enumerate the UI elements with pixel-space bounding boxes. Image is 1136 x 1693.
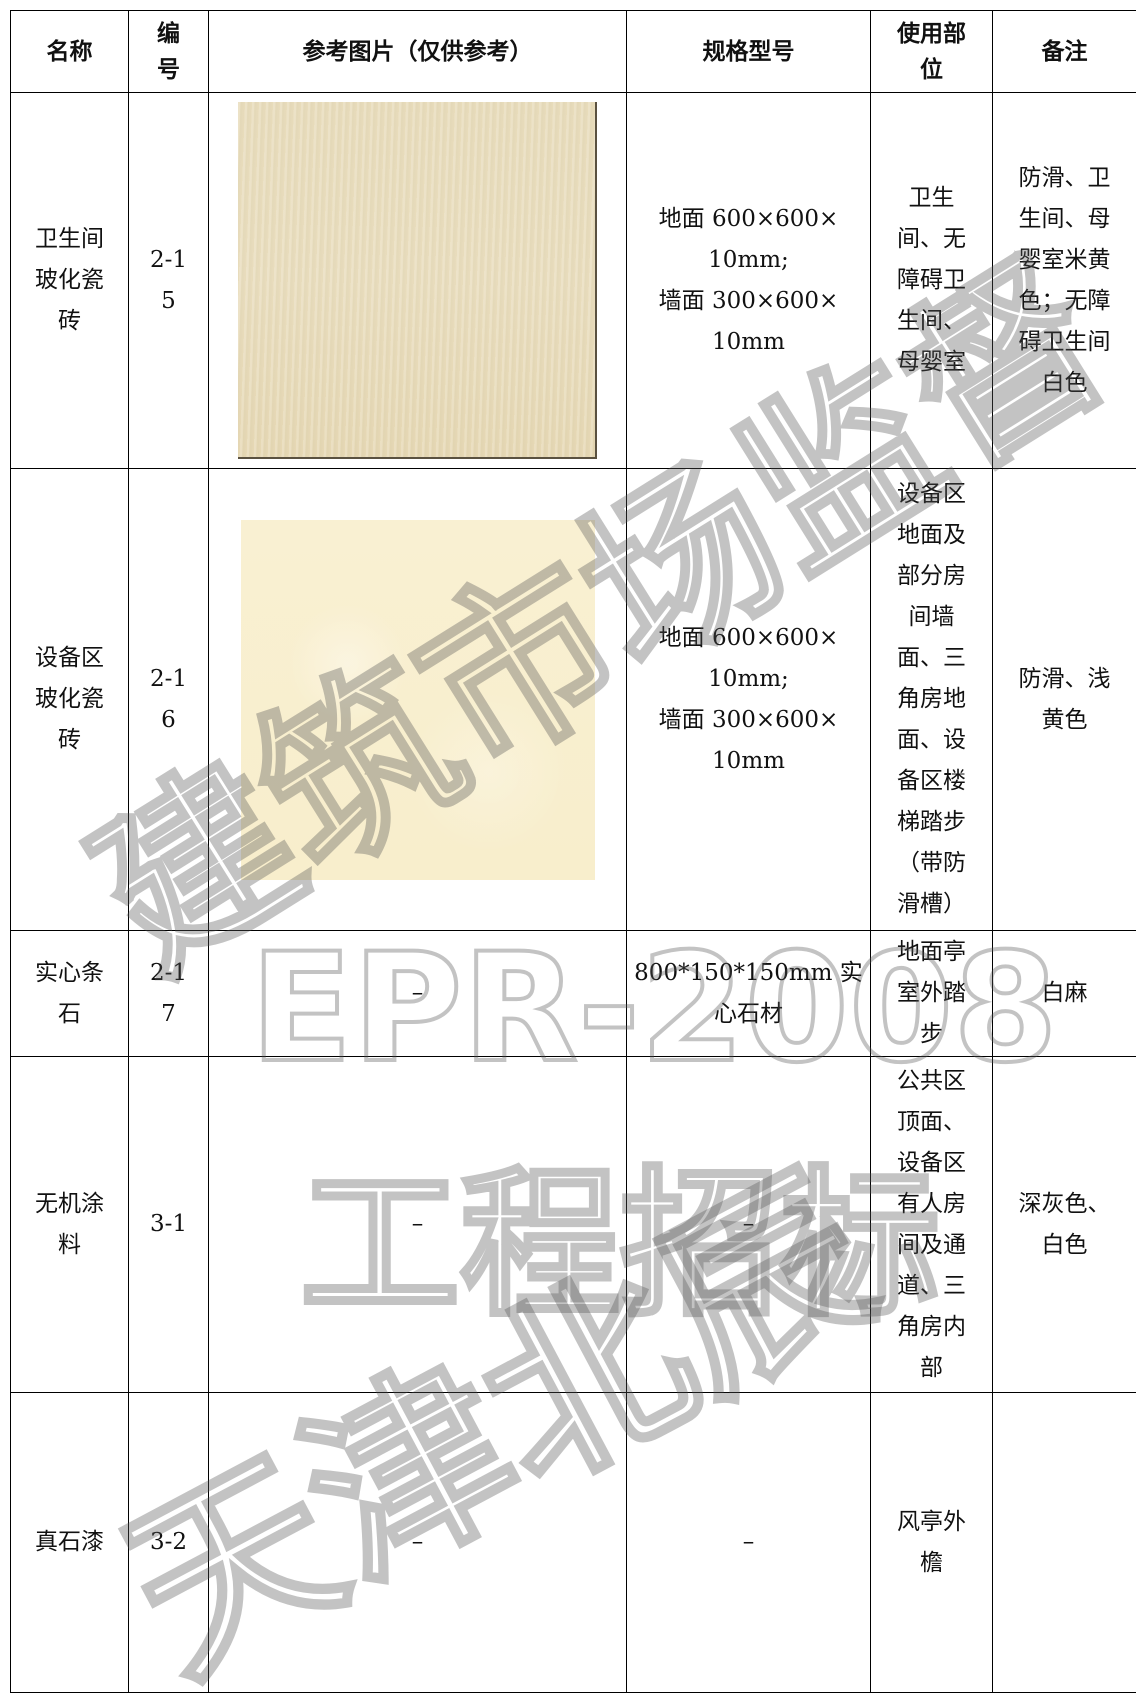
tile-light-yellow-icon: [241, 520, 595, 880]
cell-remark: 白麻: [993, 931, 1136, 1057]
cell-location: 卫生间、无障碍卫生间、母婴室: [871, 93, 993, 469]
table-row: 无机涂料 3-1 – – 公共区顶面、设备区有人房间及通道、三角房内部 深灰色、…: [11, 1057, 1136, 1393]
cell-name: 实心条石: [11, 931, 129, 1057]
cell-spec: 地面 600×600×10mm;墙面 300×600×10mm: [627, 93, 871, 469]
tile-cream-icon: [238, 102, 597, 459]
cell-name: 设备区玻化瓷砖: [11, 469, 129, 931]
header-code: 编号: [129, 11, 209, 93]
materials-table: 名称 编号 参考图片（仅供参考） 规格型号 使用部位 备注 卫生间玻化瓷砖 2-…: [10, 10, 1136, 1693]
cell-spec: 地面 600×600×10mm;墙面 300×600×10mm: [627, 469, 871, 931]
header-location: 使用部位: [871, 11, 993, 93]
cell-remark: [993, 1393, 1136, 1693]
cell-remark: 深灰色、白色: [993, 1057, 1136, 1393]
cell-image: [209, 93, 627, 469]
cell-remark: 防滑、浅黄色: [993, 469, 1136, 931]
cell-image: –: [209, 1393, 627, 1693]
table-row: 真石漆 3-2 – – 风亭外檐: [11, 1393, 1136, 1693]
cell-image: [209, 469, 627, 931]
cell-spec: 800*150*150mm 实心石材: [627, 931, 871, 1057]
cell-name: 无机涂料: [11, 1057, 129, 1393]
cell-code: 3-2: [129, 1393, 209, 1693]
table-header-row: 名称 编号 参考图片（仅供参考） 规格型号 使用部位 备注: [11, 11, 1136, 93]
header-image: 参考图片（仅供参考）: [209, 11, 627, 93]
cell-spec: –: [627, 1393, 871, 1693]
cell-name: 卫生间玻化瓷砖: [11, 93, 129, 469]
cell-location: 公共区顶面、设备区有人房间及通道、三角房内部: [871, 1057, 993, 1393]
cell-image: –: [209, 931, 627, 1057]
header-spec: 规格型号: [627, 11, 871, 93]
header-name: 名称: [11, 11, 129, 93]
cell-location: 地面亭室外踏步: [871, 931, 993, 1057]
cell-location: 设备区地面及部分房间墙面、三角房地面、设备区楼梯踏步（带防滑槽）: [871, 469, 993, 931]
cell-code: 3-1: [129, 1057, 209, 1393]
cell-name: 真石漆: [11, 1393, 129, 1693]
cell-location: 风亭外檐: [871, 1393, 993, 1693]
cell-remark: 防滑、卫生间、母婴室米黄色；无障碍卫生间白色: [993, 93, 1136, 469]
cell-image: –: [209, 1057, 627, 1393]
header-remark: 备注: [993, 11, 1136, 93]
cell-spec: –: [627, 1057, 871, 1393]
